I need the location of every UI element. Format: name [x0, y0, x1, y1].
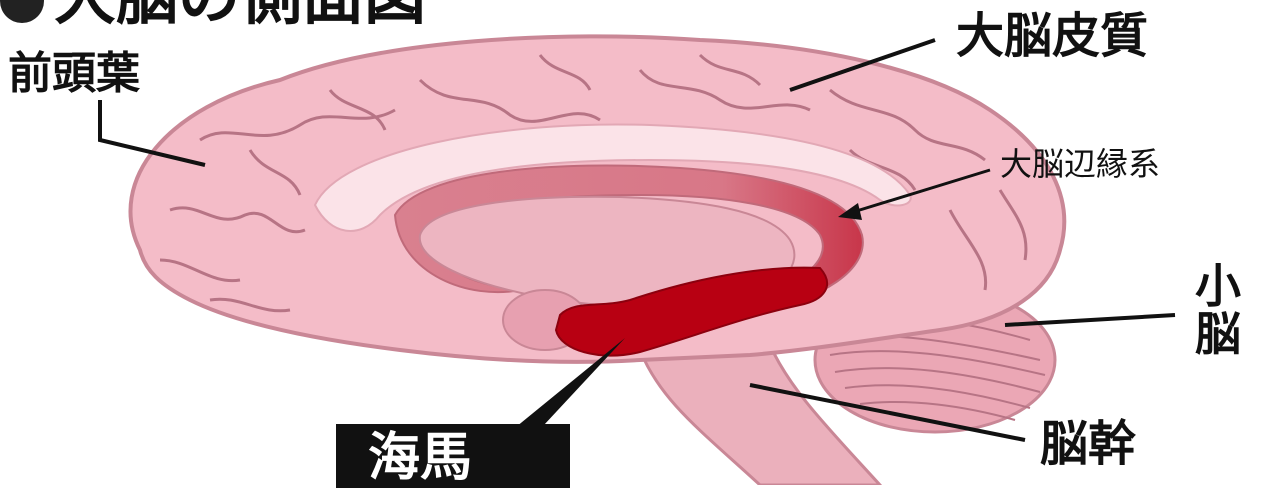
frontal-lobe-label: 前頭葉 — [8, 52, 140, 96]
diagram-title: 大脳の側面図 — [0, 0, 426, 28]
cerebral-cortex-label: 大脳皮質 — [956, 12, 1148, 60]
limbic-system-label: 大脳辺縁系 — [1000, 148, 1160, 180]
title-bullet-icon — [0, 0, 44, 23]
hippocampus-label: 海馬 — [368, 432, 472, 484]
cerebellum-label: 小脳 — [1178, 262, 1258, 359]
brainstem-label: 脳幹 — [1040, 420, 1136, 468]
title-text: 大脳の側面図 — [54, 0, 426, 33]
